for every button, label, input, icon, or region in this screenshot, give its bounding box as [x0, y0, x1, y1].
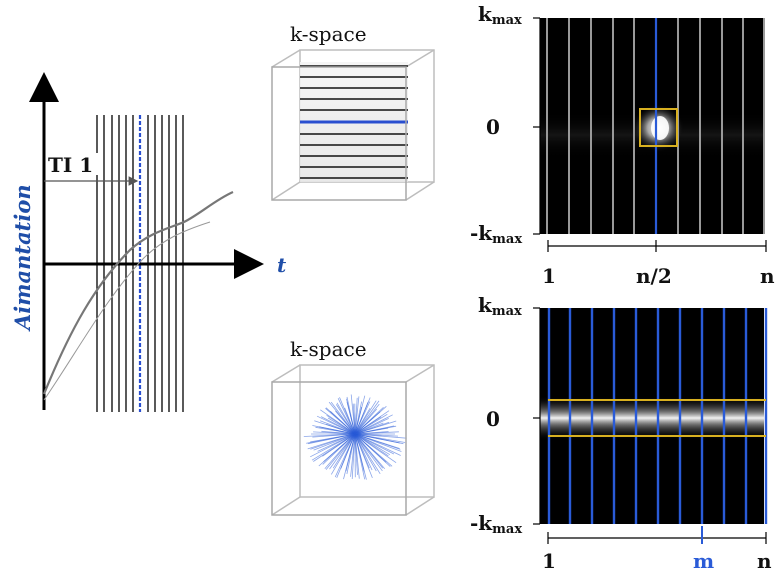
radial-spokes [303, 394, 407, 480]
radial-spoke [326, 414, 389, 457]
cube-top-title: k-space [290, 22, 367, 46]
radial-spoke [335, 404, 381, 475]
magnetization-plot: TI 1 Aimantation t [10, 72, 287, 412]
cube-bottom-title: k-space [290, 337, 367, 361]
panel-top-yzero-label: 0 [486, 115, 500, 139]
kspace-panel-top: kmax 0 -kmax 1 n/2 n [470, 2, 775, 288]
panel-bottom-xstart-label: 1 [542, 549, 556, 573]
panel-bottom-lines [547, 308, 768, 524]
radial-spoke [310, 421, 390, 450]
panel-top-xend-label: n [760, 264, 775, 288]
radial-spoke [325, 403, 380, 470]
panel-top-ymax-label: kmax [478, 2, 522, 28]
panel-top-xstart-label: 1 [542, 264, 556, 288]
radial-spoke [330, 408, 371, 475]
radial-kspace-cube: k-space [271, 337, 435, 516]
ti-label-bg [46, 153, 98, 175]
kspace-panel-bottom: kmax 0 -kmax 1 m n [470, 293, 772, 573]
radial-spoke [330, 411, 391, 467]
panel-bottom-yzero-label: 0 [486, 407, 500, 431]
panel-bottom-xend-label: n [757, 549, 772, 573]
radial-spoke [351, 397, 358, 480]
radial-spoke [334, 401, 371, 478]
recovery-curve [42, 190, 234, 395]
radial-spoke [311, 413, 388, 461]
radial-spoke [312, 431, 389, 438]
panel-bottom-ymin-label: -kmax [470, 511, 522, 537]
panel-bottom-ymax-label: kmax [478, 293, 522, 319]
radial-spoke [335, 410, 386, 470]
radial-spoke [319, 420, 402, 452]
panel-top-ymin-label: -kmax [470, 221, 522, 247]
panel-bottom-band [540, 396, 764, 440]
radial-spoke [310, 427, 389, 443]
panel-bottom-xmark-label: m [693, 549, 714, 573]
radial-spoke [345, 406, 362, 472]
radial-spoke [346, 396, 366, 480]
ti-label: TI 1 [48, 153, 93, 177]
radial-spoke [354, 403, 356, 478]
panel-top-xmid-label: n/2 [636, 264, 672, 288]
x-axis-label: t [277, 253, 287, 277]
cartesian-kspace-cube: k-space [271, 22, 435, 201]
y-axis-label: Aimantation [10, 184, 35, 332]
kspace-lines [300, 65, 408, 179]
recovery-curve-thin [43, 221, 211, 401]
panel-top-center-box [639, 108, 678, 147]
